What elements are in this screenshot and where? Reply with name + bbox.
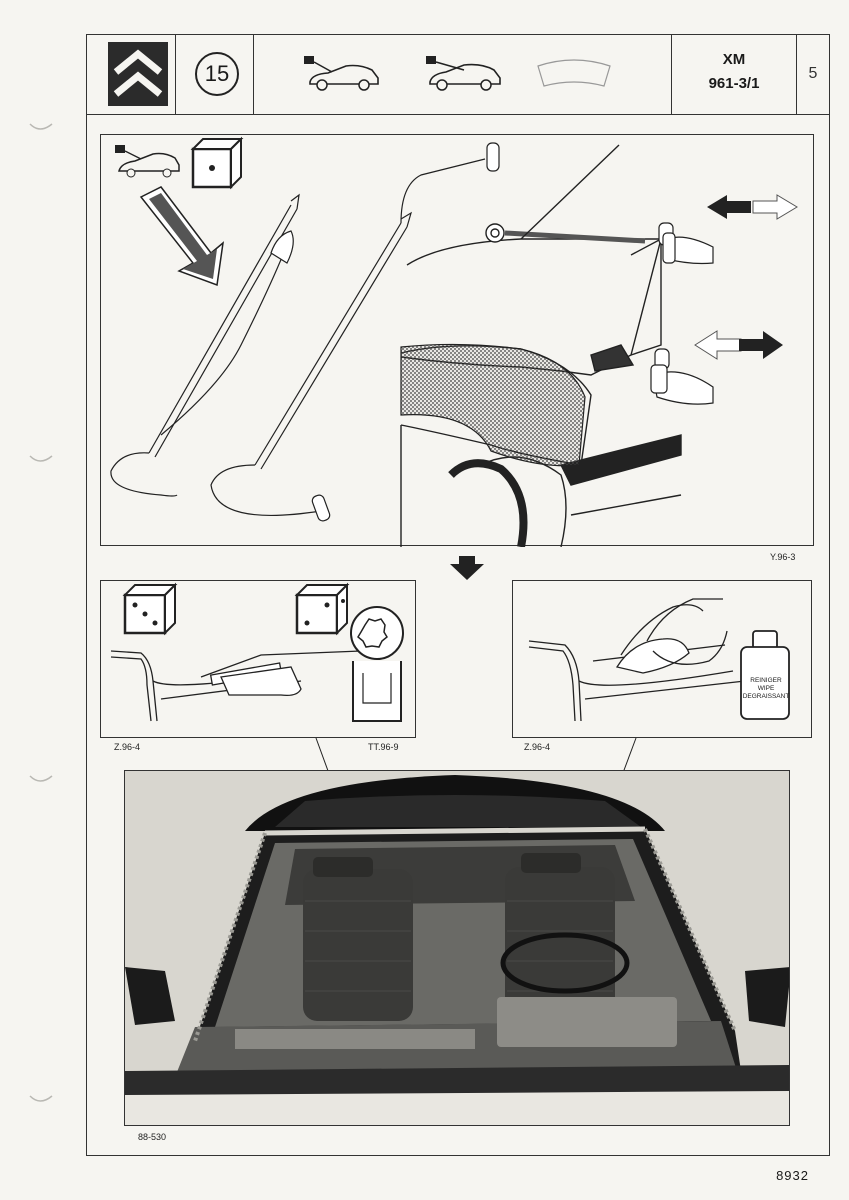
tool-tt96-9-icon xyxy=(350,606,404,722)
protective-cover xyxy=(400,343,586,467)
document-number: 8932 xyxy=(776,1168,809,1183)
windscreen-icon xyxy=(537,59,611,87)
direction-arrows xyxy=(694,194,798,360)
operation-number-badge: 15 xyxy=(195,52,239,96)
arrow-icon xyxy=(450,556,484,580)
dice-three-icon xyxy=(122,582,178,636)
car-rear-icon xyxy=(426,56,501,91)
cleaner-bottle xyxy=(740,630,790,720)
main-figure-label: Y.96-3 xyxy=(770,552,796,562)
model-name: XM xyxy=(722,51,746,68)
operation-cell: 15 xyxy=(176,34,254,114)
dice-two-icon xyxy=(294,582,350,636)
cleaning-illustration xyxy=(528,598,746,722)
procedure-icons-cell xyxy=(254,34,672,114)
photo-label: 88-530 xyxy=(138,1132,167,1142)
hand-illustration xyxy=(650,222,714,405)
punch-hole-mark xyxy=(29,1095,53,1102)
left-figure-label: Z.96-4 xyxy=(114,742,141,752)
dice-one-icon xyxy=(190,136,244,190)
main-illustration xyxy=(110,136,798,547)
punch-hole-mark xyxy=(29,123,53,130)
right-subfigure: REINIGER WIPE DEGRAISSANT xyxy=(512,580,812,738)
model-cell: XM 961-3/1 xyxy=(672,34,797,114)
punch-hole-mark xyxy=(29,455,53,462)
car-photo xyxy=(124,770,790,1126)
car-illustration xyxy=(400,144,682,547)
cutting-wire-tool xyxy=(110,142,500,522)
main-figure xyxy=(100,134,814,547)
cleaner-bottle-label: REINIGER WIPE DEGRAISSANT xyxy=(737,677,795,701)
page-number: 5 xyxy=(808,65,818,82)
cutting-knife-illustration xyxy=(110,650,362,722)
tool-reference-label: TT.96-9 xyxy=(368,742,399,752)
car-hood-icon xyxy=(115,145,180,178)
cleaner-label-line3: DEGRAISSANT xyxy=(742,693,790,700)
reference-code: 961-3/1 xyxy=(708,75,760,92)
citroen-logo-icon xyxy=(108,42,168,106)
cleaner-label-line2: WIPE xyxy=(757,685,775,692)
operation-number: 15 xyxy=(204,61,230,86)
header-divider xyxy=(86,114,830,115)
car-hood-icon xyxy=(304,56,379,91)
right-figure-label: Z.96-4 xyxy=(524,742,551,752)
cleaner-label-line1: REINIGER xyxy=(750,677,782,684)
brand-cell xyxy=(86,34,176,114)
page-frame xyxy=(86,34,830,1156)
left-subfigure xyxy=(100,580,416,738)
arrow-icon xyxy=(139,186,225,287)
punch-hole-mark xyxy=(29,775,53,782)
